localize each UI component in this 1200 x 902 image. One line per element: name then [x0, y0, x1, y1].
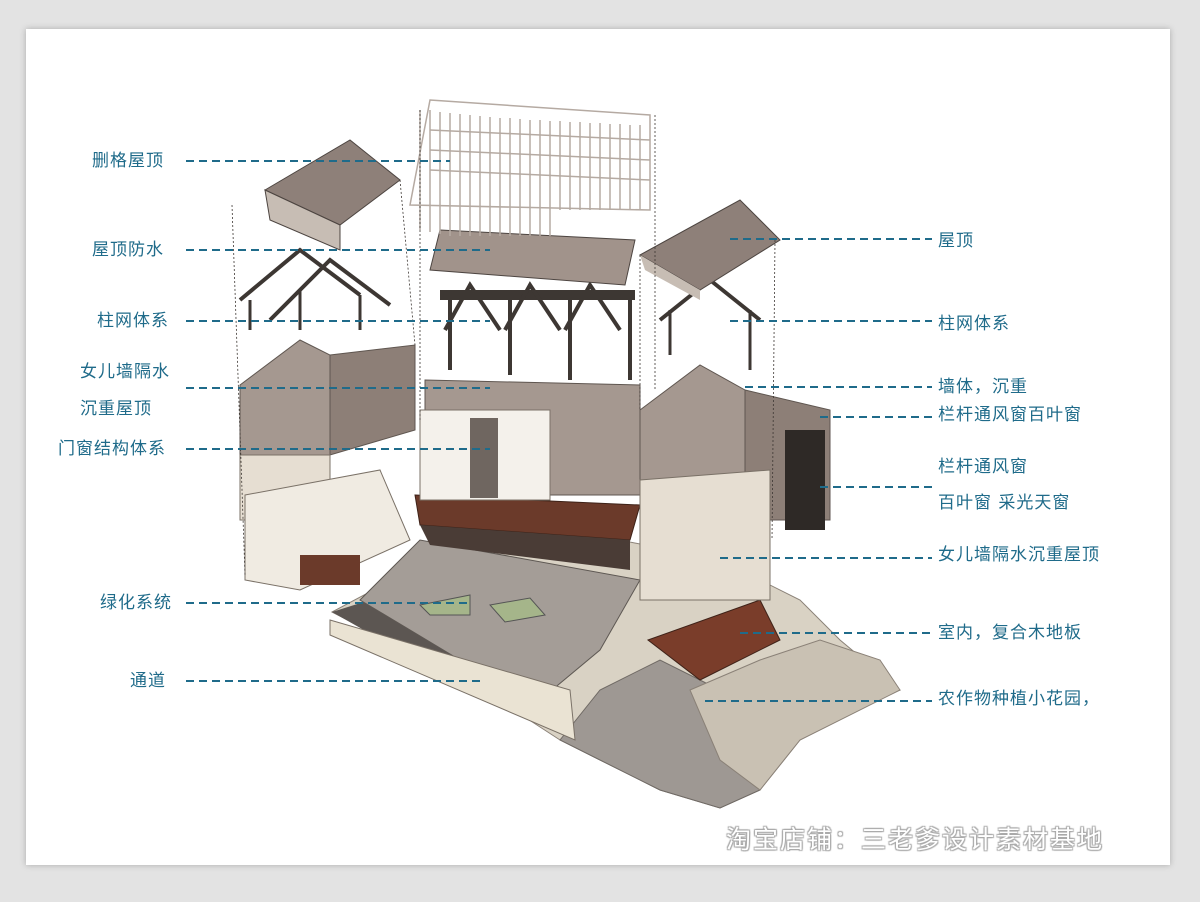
label-door-window-structure: 门窗结构体系 — [58, 439, 166, 459]
label-greening-system: 绿化系统 — [100, 593, 172, 613]
label-louver-skylight: 百叶窗 采光天窗 — [938, 493, 1071, 513]
leader-lines — [186, 160, 932, 702]
label-column-grid-right: 柱网体系 — [938, 314, 1010, 334]
label-passage: 通道 — [130, 671, 166, 691]
label-lattice-roof: 删格屋顶 — [92, 151, 164, 171]
center-building-block — [409, 99, 651, 501]
right-building-block — [638, 199, 831, 601]
label-parapet-waterproofing: 女儿墙隔水 — [80, 362, 170, 382]
central-courtyard — [329, 539, 641, 741]
label-roof: 屋顶 — [938, 231, 974, 251]
watermark: 淘宝店铺：三老爹设计素材基地 — [726, 825, 1105, 854]
label-interior-wood-floor: 室内，复合木地板 — [938, 623, 1082, 643]
label-wall-heavy: 墙体，沉重 — [938, 377, 1028, 397]
left-building-block — [238, 139, 416, 591]
label-crop-garden: 农作物种植小花园， — [938, 689, 1100, 709]
wood-deck — [414, 494, 781, 681]
label-parapet-heavy-roof: 女儿墙隔水沉重屋顶 — [938, 545, 1100, 565]
label-heavy-roof: 沉重屋顶 — [80, 399, 152, 419]
label-railing-vent: 栏杆通风窗 — [938, 457, 1028, 477]
label-roof-waterproofing: 屋顶防水 — [92, 240, 164, 260]
label-railing-vent-louver: 栏杆通风窗百叶窗 — [938, 405, 1082, 425]
label-column-grid-left: 柱网体系 — [97, 311, 169, 331]
guide-lines — [231, 110, 776, 576]
